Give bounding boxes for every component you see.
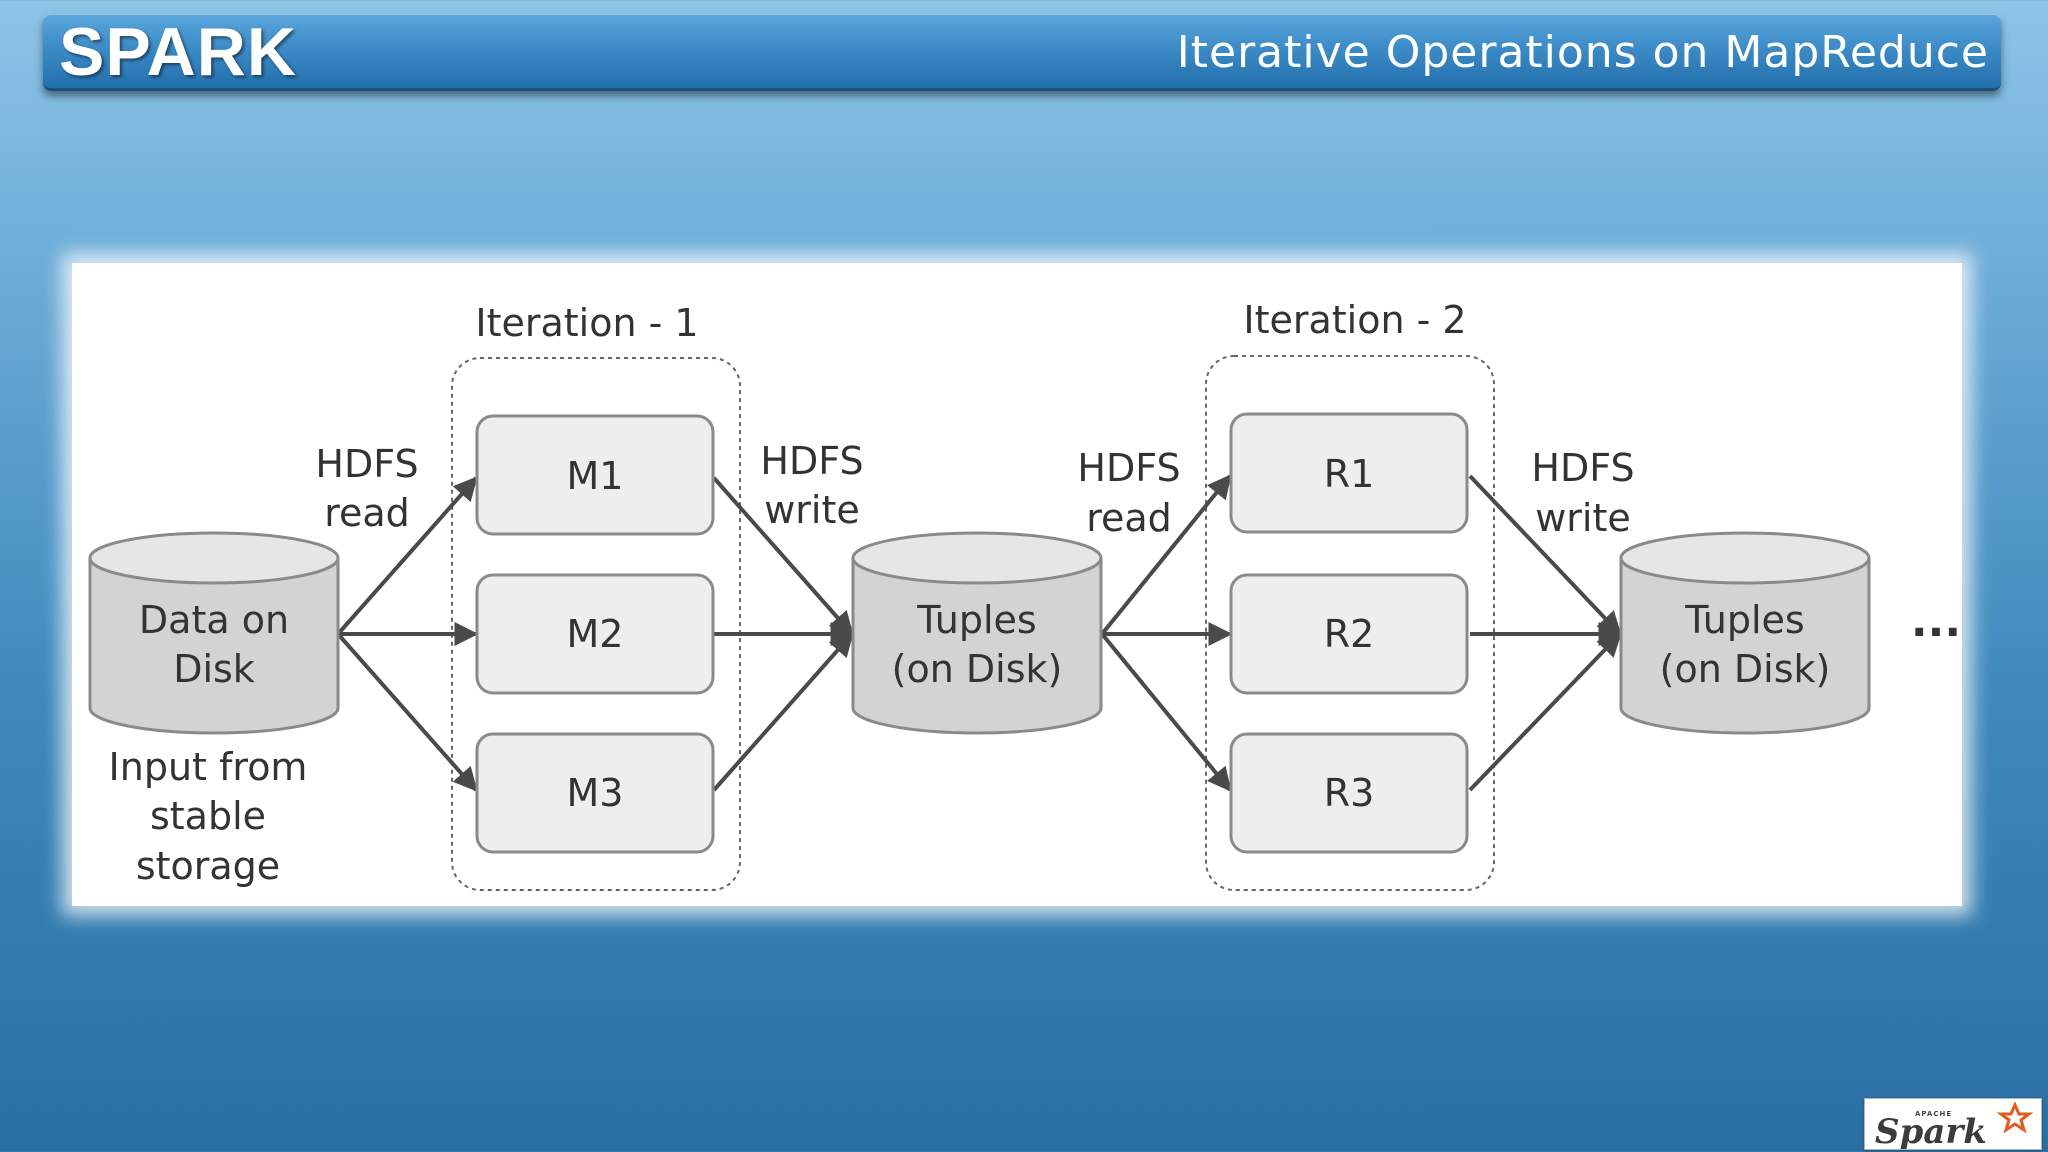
brand-title: SPARK — [59, 14, 297, 90]
task-box-r1: R1 — [1229, 412, 1469, 534]
intermediate-tuples-line2: (on Disk) — [892, 647, 1063, 691]
hdfs-read-1-line1: HDFS — [315, 442, 418, 486]
mapreduce-iteration-diagram: Iteration - 1 Iteration - 2 — [88, 298, 1961, 891]
input-caption-line3: storage — [136, 844, 280, 888]
task-label-m2: M2 — [567, 612, 624, 656]
iteration-1-frame — [451, 357, 741, 891]
arrows-hdfs-write-1 — [712, 476, 855, 792]
hdfs-read-1-line2: read — [324, 491, 410, 535]
arrows-hdfs-write-2 — [1468, 474, 1623, 792]
slide-header-bar: SPARK Iterative Operations on MapReduce — [43, 14, 2001, 91]
hdfs-write-2-line1: HDFS — [1531, 446, 1634, 490]
logo-small-text: APACHE — [1915, 1110, 1952, 1118]
input-disk-label-line1: Data on — [139, 598, 289, 642]
task-box-m2: M2 — [475, 573, 715, 695]
diagram-panel: Iteration - 1 Iteration - 2 — [72, 263, 1962, 906]
hdfs-write-1-line1: HDFS — [760, 439, 863, 483]
hdfs-read-2-line2: read — [1086, 496, 1172, 540]
intermediate-tuples-line1: Tuples — [916, 598, 1036, 642]
input-caption-line1: Input from — [109, 745, 308, 789]
output-tuples-line1: Tuples — [1684, 598, 1804, 642]
hdfs-read-2-line1: HDFS — [1077, 446, 1180, 490]
input-disk-label-line2: Disk — [173, 647, 255, 691]
task-label-r1: R1 — [1324, 452, 1375, 496]
task-label-m1: M1 — [567, 454, 624, 498]
task-box-r3: R3 — [1229, 732, 1469, 854]
arrows-hdfs-read-1 — [336, 476, 479, 792]
iteration-2-frame — [1205, 355, 1495, 891]
hdfs-write-2-line2: write — [1535, 496, 1631, 540]
task-box-r2: R2 — [1229, 573, 1469, 695]
hdfs-write-1-line2: write — [764, 488, 860, 532]
intermediate-tuples-cylinder: Tuples (on Disk) — [851, 531, 1103, 735]
continuation-ellipsis: ... — [1911, 596, 1961, 647]
output-tuples-line2: (on Disk) — [1660, 647, 1831, 691]
input-disk-cylinder: Data on Disk — [88, 531, 340, 735]
output-tuples-cylinder: Tuples (on Disk) — [1619, 531, 1871, 735]
logo-star-icon — [1996, 1101, 2034, 1134]
input-caption-line2: stable — [150, 794, 266, 838]
logo-wordmark: Spark — [1875, 1112, 1987, 1149]
iteration-2-label: Iteration - 2 — [1243, 298, 1466, 342]
task-box-m1: M1 — [475, 414, 715, 536]
task-label-m3: M3 — [567, 771, 624, 815]
task-box-m3: M3 — [475, 732, 715, 854]
task-label-r3: R3 — [1324, 771, 1375, 815]
arrows-hdfs-read-2 — [1100, 474, 1233, 792]
task-label-r2: R2 — [1324, 612, 1375, 656]
apache-spark-logo: APACHE Spark — [1864, 1098, 2042, 1152]
slide-title: Iterative Operations on MapReduce — [1176, 27, 1989, 78]
iteration-1-label: Iteration - 1 — [475, 301, 698, 345]
